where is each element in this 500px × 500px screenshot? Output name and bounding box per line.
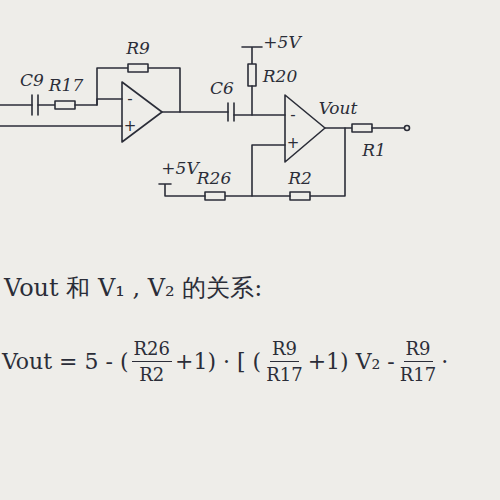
wire [372,127,404,129]
component-label: R20 [263,68,297,85]
pin-sign: + [287,136,300,151]
numerator: R26 [132,338,172,362]
signal-name: Vout [319,100,358,117]
component-label: R26 [197,170,231,187]
fraction: R9R17 [398,338,438,385]
resistor-symbol [205,192,225,200]
equation-text: Vout = 5 - ( [2,349,129,374]
wire [310,128,345,196]
wire [97,99,122,105]
equation-text: · [441,349,448,374]
wire [225,195,290,197]
denominator: R17 [398,362,438,385]
wire [0,104,32,106]
fraction: R9R17 [264,338,304,385]
component-label: R1 [362,142,386,159]
opamp-symbol [122,82,162,142]
numerator: R9 [270,338,299,362]
component-label: C9 [20,72,44,89]
pin-sign: + [124,119,137,134]
capacitor-symbol [228,103,234,121]
equation: Vout = 5 - (R26R2+1) · [ (R9R17+1) V₂ -R… [2,338,448,385]
resistor-symbol [290,192,310,200]
denominator: R17 [264,362,304,385]
equation-heading: Vout 和 V₁ , V₂ 的关系: [4,272,262,304]
equation-text: +1) · [ ( [175,349,261,374]
resistor-symbol [128,64,148,72]
pin-sign: - [127,92,132,107]
wire [38,104,55,106]
wire [234,114,285,116]
supply-label: +5V [161,160,198,177]
component-label: C6 [210,80,234,97]
wire [162,111,228,113]
wire [325,127,352,129]
supply-wire [242,47,262,64]
wire [252,145,285,196]
supply-label: +5V [263,34,300,51]
wire [75,68,180,112]
numerator: R9 [404,338,433,362]
equation-group: +1) · [ ( [175,349,261,374]
equation-group: Vout = 5 - ( [2,349,129,374]
terminal [405,126,410,131]
resistor-symbol [352,124,372,132]
pin-sign: - [290,108,295,123]
component-label: R17 [49,77,83,94]
fraction: R26R2 [132,338,172,385]
component-label: R9 [126,40,150,57]
denominator: R2 [137,362,166,385]
resistor-symbol [248,64,256,86]
wire [0,125,122,127]
equation-group: +1) V₂ - [308,349,395,374]
equation-text: +1) V₂ - [308,349,395,374]
component-label: R2 [288,170,312,187]
equation-group: · [441,349,448,374]
capacitor-symbol [32,95,38,115]
wire [251,86,253,115]
resistor-symbol [55,101,75,109]
